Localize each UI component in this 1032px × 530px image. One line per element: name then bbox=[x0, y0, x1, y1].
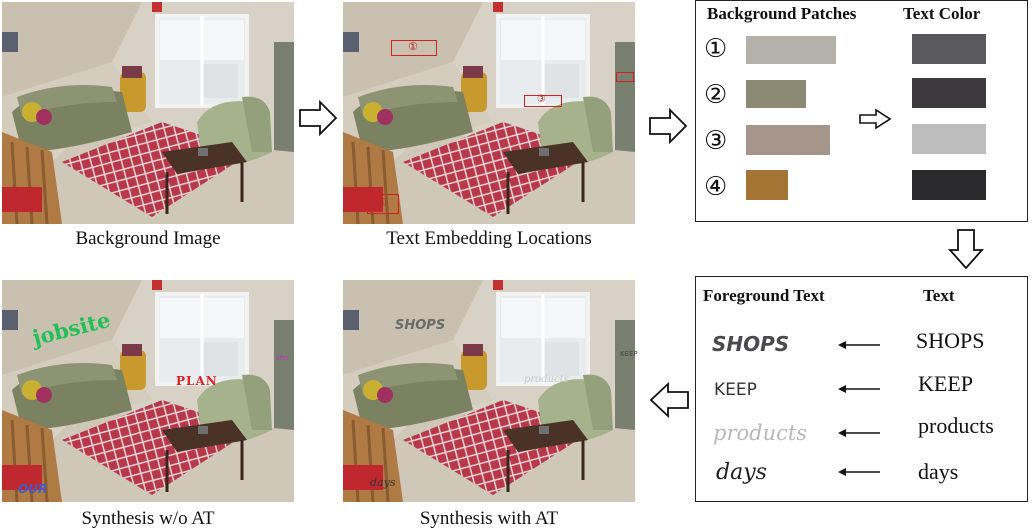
location-box-2 bbox=[616, 72, 634, 82]
left-arrow-icon bbox=[649, 382, 689, 418]
text-keep: KEEP bbox=[918, 371, 973, 396]
header-text: Text bbox=[923, 286, 955, 305]
location-box-4 bbox=[367, 194, 399, 214]
background-patch-3 bbox=[746, 125, 830, 155]
text-color-swatch-1 bbox=[912, 34, 986, 64]
overlay-shops: SHOPS bbox=[395, 318, 446, 333]
text-color-swatch-3 bbox=[912, 124, 986, 154]
right-arrow-icon bbox=[299, 100, 338, 136]
text-color-swatch-2 bbox=[912, 78, 986, 108]
down-arrow-icon bbox=[948, 229, 984, 270]
background-image bbox=[2, 2, 294, 224]
background-patch-2 bbox=[746, 80, 806, 108]
text-days: days bbox=[918, 459, 959, 484]
left-arrow-icon bbox=[838, 385, 880, 393]
left-arrow-icon bbox=[838, 341, 880, 349]
left-arrow-icon bbox=[838, 468, 880, 476]
patch-marker-4: ④ bbox=[704, 172, 728, 202]
header-foreground-text: Foreground Text bbox=[703, 286, 825, 305]
caption-synthesis-without-at: Synthesis w/o AT bbox=[81, 508, 215, 529]
text-products: products bbox=[918, 413, 994, 438]
left-arrow-icon bbox=[838, 429, 880, 437]
background-patch-1 bbox=[746, 36, 836, 64]
location-marker-1: ① bbox=[408, 40, 418, 53]
caption-background-image: Background Image bbox=[75, 228, 221, 249]
patch-marker-2: ② bbox=[704, 80, 728, 110]
foreground-text-keep: KEEP bbox=[714, 380, 757, 400]
caption-embedding-locations: Text Embedding Locations bbox=[386, 228, 592, 249]
overlay-plan: PLAN bbox=[176, 374, 218, 388]
right-arrow-icon bbox=[859, 108, 892, 130]
overlay-our: OUR bbox=[18, 482, 48, 496]
foreground-text-products: products bbox=[713, 421, 808, 445]
text-color-swatch-4 bbox=[912, 170, 986, 200]
synthesis-with-at-image bbox=[343, 280, 635, 502]
location-marker-4: ④ bbox=[377, 196, 387, 209]
location-box-1 bbox=[391, 40, 437, 56]
overlay-keep: KEEP bbox=[620, 350, 638, 358]
embedding-locations-image bbox=[343, 2, 635, 224]
text-shops: SHOPS bbox=[916, 328, 985, 353]
overlay-side-text: sho bbox=[276, 354, 289, 362]
overlay-products: products bbox=[524, 374, 569, 385]
location-box-3 bbox=[524, 95, 562, 107]
caption-synthesis-with-at: Synthesis with AT bbox=[419, 508, 559, 529]
header-text-color: Text Color bbox=[903, 4, 981, 23]
patch-marker-1: ① bbox=[704, 34, 728, 64]
overlay-days: days bbox=[370, 476, 396, 489]
header-background-patches: Background Patches bbox=[707, 4, 857, 23]
foreground-text-shops: SHOPS bbox=[712, 332, 790, 356]
patch-marker-3: ③ bbox=[704, 126, 728, 156]
synthesis-without-at-image bbox=[2, 280, 294, 502]
location-marker-3: ③ bbox=[537, 94, 546, 105]
right-arrow-icon bbox=[649, 108, 688, 144]
foreground-text-days: days bbox=[716, 460, 767, 485]
background-patch-4 bbox=[746, 170, 788, 200]
